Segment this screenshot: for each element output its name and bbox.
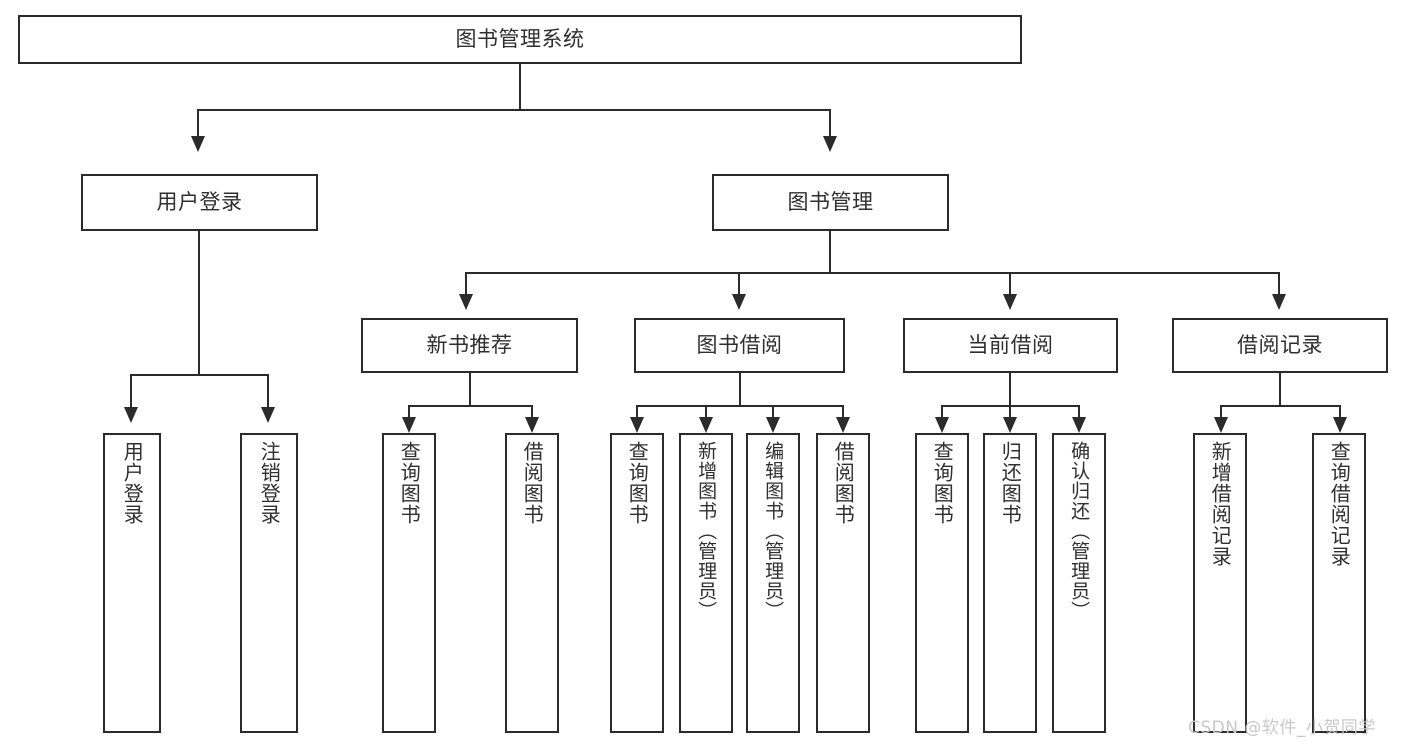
arrow-to-leaf-edit-book xyxy=(766,417,780,433)
arrow-to-user-login xyxy=(191,136,205,152)
node-label: 确认归还（管理员） xyxy=(1068,441,1091,621)
connector-book-management-stem xyxy=(829,231,831,272)
leaf-query-book-current[interactable]: 查询图书 xyxy=(915,433,969,733)
node-book-borrow[interactable]: 图书借阅 xyxy=(634,318,845,373)
connector-borrow-drop-1 xyxy=(636,405,638,417)
leaf-borrow-book[interactable]: 借阅图书 xyxy=(816,433,870,733)
arrow-to-leaf-confirm-return xyxy=(1072,417,1086,433)
arrow-to-current-borrow xyxy=(1003,294,1017,310)
arrow-to-leaf-return-book xyxy=(1003,417,1017,433)
leaf-borrow-book-recommend[interactable]: 借阅图书 xyxy=(505,433,559,733)
connector-level2-drop-3 xyxy=(1009,272,1011,294)
arrow-to-leaf-borrow-book-2 xyxy=(836,417,850,433)
node-root-system[interactable]: 图书管理系统 xyxy=(18,15,1022,64)
leaf-edit-book-admin[interactable]: 编辑图书（管理员） xyxy=(746,433,800,733)
node-label: 借阅图书 xyxy=(520,441,545,525)
arrow-to-leaf-query-book-3 xyxy=(935,417,949,433)
arrow-to-leaf-user-login xyxy=(124,407,138,423)
connector-record-bar xyxy=(1220,405,1340,407)
connector-current-drop-1 xyxy=(941,405,943,417)
leaf-query-book-recommend[interactable]: 查询图书 xyxy=(382,433,436,733)
node-current-borrow[interactable]: 当前借阅 xyxy=(903,318,1118,373)
connector-user-login-stem xyxy=(198,231,200,374)
arrow-to-book-borrow xyxy=(732,294,746,310)
connector-level1-bar xyxy=(197,109,831,111)
connector-user-login-drop-2 xyxy=(267,374,269,407)
arrow-to-leaf-logout xyxy=(261,407,275,423)
arrow-to-leaf-query-record xyxy=(1333,417,1347,433)
connector-record-stem xyxy=(1279,373,1281,405)
leaf-add-borrow-record[interactable]: 新增借阅记录 xyxy=(1193,433,1247,733)
connector-borrow-drop-2 xyxy=(705,405,707,417)
leaf-add-book-admin[interactable]: 新增图书（管理员） xyxy=(679,433,733,733)
connector-current-drop-2 xyxy=(1009,405,1011,417)
node-label: 当前借阅 xyxy=(967,332,1054,357)
connector-borrow-bar xyxy=(636,405,844,407)
leaf-logout[interactable]: 注销登录 xyxy=(240,433,298,733)
node-label: 图书管理 xyxy=(787,189,874,214)
connector-current-drop-3 xyxy=(1078,405,1080,417)
connector-level2-drop-1 xyxy=(465,272,467,294)
node-label: 查询图书 xyxy=(625,441,650,525)
arrow-to-leaf-add-book xyxy=(699,417,713,433)
connector-record-drop-2 xyxy=(1339,405,1341,417)
leaf-return-book[interactable]: 归还图书 xyxy=(983,433,1037,733)
node-label: 归还图书 xyxy=(998,441,1023,525)
watermark: CSDN @软件_小贺同学 xyxy=(1188,718,1376,738)
arrow-to-leaf-add-record xyxy=(1214,417,1228,433)
connector-level2-drop-4 xyxy=(1278,272,1280,294)
node-label: 用户登录 xyxy=(120,441,145,525)
node-label: 新增图书（管理员） xyxy=(695,441,718,621)
node-book-management[interactable]: 图书管理 xyxy=(712,174,949,231)
node-label: 查询图书 xyxy=(930,441,955,525)
connector-level2-bar xyxy=(465,272,1278,274)
arrow-to-borrow-record xyxy=(1272,294,1286,310)
node-label: 借阅图书 xyxy=(831,441,856,525)
node-user-login[interactable]: 用户登录 xyxy=(81,174,318,231)
node-label: 借阅记录 xyxy=(1237,332,1323,357)
connector-record-drop-1 xyxy=(1220,405,1222,417)
connector-borrow-stem xyxy=(739,373,741,405)
arrow-to-leaf-query-book-2 xyxy=(630,417,644,433)
connector-recommend-drop-2 xyxy=(531,405,533,417)
node-label: 查询借阅记录 xyxy=(1327,441,1352,567)
leaf-confirm-return-admin[interactable]: 确认归还（管理员） xyxy=(1052,433,1106,733)
connector-borrow-drop-4 xyxy=(842,405,844,417)
connector-level1-drop-1 xyxy=(197,109,199,136)
connector-level1-drop-2 xyxy=(829,109,831,136)
node-label: 查询图书 xyxy=(397,441,422,525)
arrow-to-new-book-recommend xyxy=(459,294,473,310)
node-label: 编辑图书（管理员） xyxy=(762,441,785,621)
connector-recommend-bar xyxy=(408,405,532,407)
connector-root-stem xyxy=(519,64,521,109)
connector-recommend-drop-1 xyxy=(408,405,410,417)
leaf-query-borrow-record[interactable]: 查询借阅记录 xyxy=(1312,433,1366,733)
connector-level2-drop-2 xyxy=(738,272,740,294)
node-label: 用户登录 xyxy=(156,189,243,214)
connector-current-stem xyxy=(1009,373,1011,405)
node-borrow-record[interactable]: 借阅记录 xyxy=(1172,318,1388,373)
arrow-to-leaf-borrow-book-1 xyxy=(525,417,539,433)
connector-user-login-drop-1 xyxy=(130,374,132,407)
connector-recommend-stem xyxy=(469,373,471,405)
node-label: 新书推荐 xyxy=(426,332,513,357)
connector-user-login-bar xyxy=(130,374,269,376)
node-label: 注销登录 xyxy=(257,441,282,525)
arrow-to-leaf-query-book-1 xyxy=(402,417,416,433)
node-new-book-recommend[interactable]: 新书推荐 xyxy=(361,318,578,373)
node-label: 新增借阅记录 xyxy=(1208,441,1233,567)
leaf-query-book-borrow[interactable]: 查询图书 xyxy=(610,433,664,733)
node-label: 图书借阅 xyxy=(696,332,783,357)
leaf-user-login[interactable]: 用户登录 xyxy=(103,433,161,733)
node-label: 图书管理系统 xyxy=(455,26,585,51)
connector-borrow-drop-3 xyxy=(772,405,774,417)
arrow-to-book-management xyxy=(823,136,837,152)
